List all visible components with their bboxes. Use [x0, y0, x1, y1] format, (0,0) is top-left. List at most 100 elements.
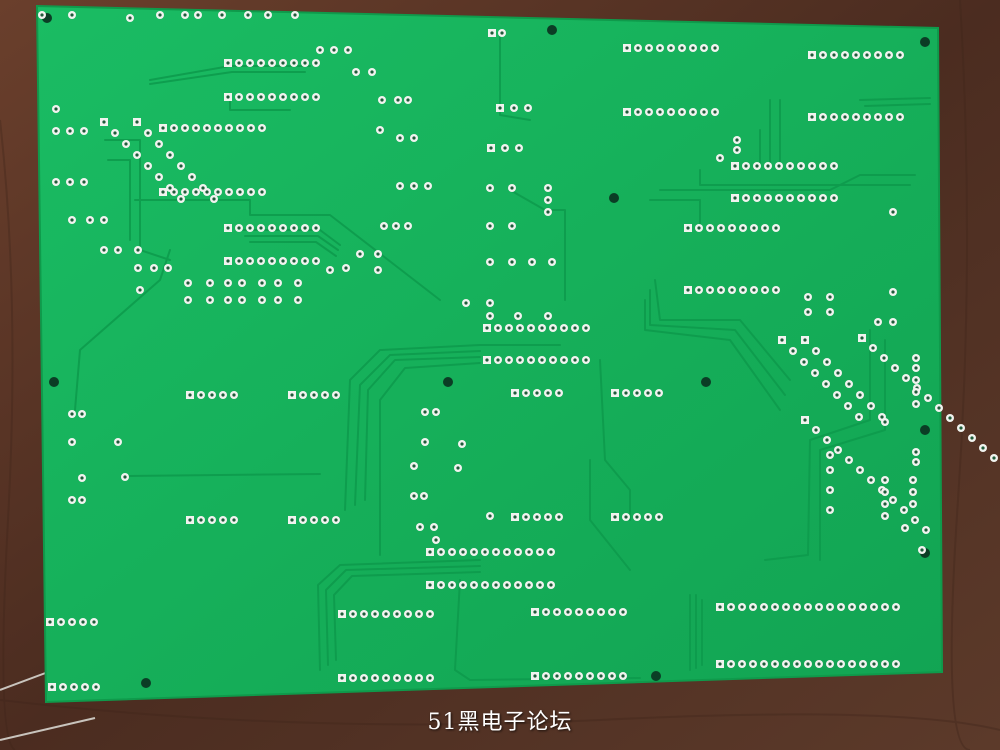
pad-drill — [828, 453, 832, 457]
pad-drill — [828, 468, 832, 472]
pad-drill — [733, 164, 737, 168]
pad-drill — [584, 326, 588, 330]
pad-drill — [708, 288, 712, 292]
pad-drill — [872, 605, 876, 609]
pad-drill — [847, 458, 851, 462]
pad-drill — [102, 120, 106, 124]
pad-drill — [188, 518, 192, 522]
mounting-hole — [141, 678, 151, 688]
pad-drill — [226, 95, 230, 99]
pad-drill — [512, 106, 516, 110]
pad-drill — [351, 612, 355, 616]
pad-drill — [550, 260, 554, 264]
pad-drill — [669, 46, 673, 50]
pad-drill — [740, 662, 744, 666]
pad-drill — [883, 662, 887, 666]
pad-drill — [799, 196, 803, 200]
pad-drill — [483, 583, 487, 587]
pad-drill — [518, 326, 522, 330]
pad-drill — [920, 548, 924, 552]
pad-drill — [865, 115, 869, 119]
pad-drill — [610, 610, 614, 614]
pad-drill — [549, 550, 553, 554]
pad-drill — [488, 301, 492, 305]
pad-drill — [373, 612, 377, 616]
pad-drill — [292, 61, 296, 65]
pad-drill — [625, 110, 629, 114]
pad-drill — [802, 360, 806, 364]
pad-drill — [573, 358, 577, 362]
pad-drill — [657, 391, 661, 395]
pad-drill — [210, 518, 214, 522]
pad-drill — [472, 583, 476, 587]
pad-drill — [828, 662, 832, 666]
pad-drill — [751, 605, 755, 609]
pad-drill — [702, 46, 706, 50]
copper-trace — [239, 229, 341, 246]
pad-drill — [883, 502, 887, 506]
pad-drill — [894, 662, 898, 666]
pad-drill — [270, 95, 274, 99]
pad-drill — [624, 515, 628, 519]
pad-drill — [636, 110, 640, 114]
pad-drill — [290, 393, 294, 397]
pad-drill — [157, 142, 161, 146]
pad-drill — [913, 518, 917, 522]
pad-drill — [412, 494, 416, 498]
pad-drill — [527, 583, 531, 587]
watermark-caption: 51黑电子论坛 — [427, 710, 573, 735]
pad-drill — [488, 224, 492, 228]
pad-drill — [562, 326, 566, 330]
pad-drill — [48, 620, 52, 624]
pad-drill — [557, 515, 561, 519]
pad-drill — [422, 494, 426, 498]
copper-trace — [819, 339, 886, 561]
pad-drill — [456, 466, 460, 470]
pad-drill — [516, 583, 520, 587]
pad-drill — [412, 464, 416, 468]
pad-drill — [755, 196, 759, 200]
pad-drill — [646, 391, 650, 395]
pad-drill — [59, 620, 63, 624]
pad-drill — [836, 448, 840, 452]
pad-drill — [894, 605, 898, 609]
pad-drill — [128, 16, 132, 20]
pad-drill — [226, 298, 230, 302]
pad-drill — [102, 248, 106, 252]
mounting-hole — [920, 37, 930, 47]
pad-drill — [828, 605, 832, 609]
pad-drill — [752, 288, 756, 292]
pad-drill — [340, 676, 344, 680]
pad-drill — [50, 685, 54, 689]
pad-drill — [599, 610, 603, 614]
pad-drill — [555, 610, 559, 614]
pad-drill — [406, 98, 410, 102]
copper-trace — [649, 289, 786, 396]
pad-drill — [871, 346, 875, 350]
pad-drill — [828, 310, 832, 314]
pad-drill — [883, 490, 887, 494]
pad-drill — [232, 518, 236, 522]
pad-drill — [68, 129, 72, 133]
pad-drill — [613, 391, 617, 395]
pad-drill — [507, 358, 511, 362]
pad-drill — [124, 142, 128, 146]
pad-drill — [510, 186, 514, 190]
pad-drill — [865, 53, 869, 57]
pad-drill — [113, 131, 117, 135]
pad-drill — [766, 164, 770, 168]
pad-drill — [428, 550, 432, 554]
pad-drill — [538, 550, 542, 554]
pad-drill — [314, 95, 318, 99]
pad-drill — [395, 676, 399, 680]
pad-drill — [301, 393, 305, 397]
pad-drill — [464, 301, 468, 305]
pad-drill — [546, 391, 550, 395]
pad-drill — [774, 288, 778, 292]
pad-drill — [40, 13, 44, 17]
pad-drill — [729, 605, 733, 609]
pad-drill — [821, 115, 825, 119]
pad-drill — [248, 95, 252, 99]
pad-drill — [566, 674, 570, 678]
